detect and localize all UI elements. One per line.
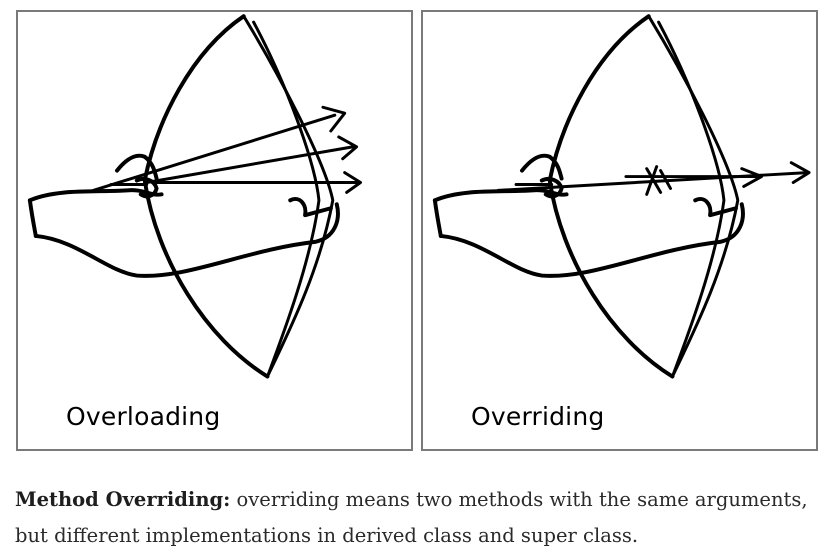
caption-definition: overriding means two methods with the sa… (15, 488, 808, 547)
bow-three-arrows-drawing (27, 14, 362, 379)
overloading-panel: Overloading (16, 10, 413, 451)
method-overriding-caption: Method Overriding: overriding means two … (15, 482, 825, 554)
overriding-panel: Overriding (421, 10, 818, 451)
overriding-label: Overriding (471, 402, 605, 431)
bow-split-arrow-drawing (432, 14, 811, 379)
overloading-label: Overloading (66, 402, 221, 431)
caption-term: Method Overriding: (15, 488, 231, 511)
